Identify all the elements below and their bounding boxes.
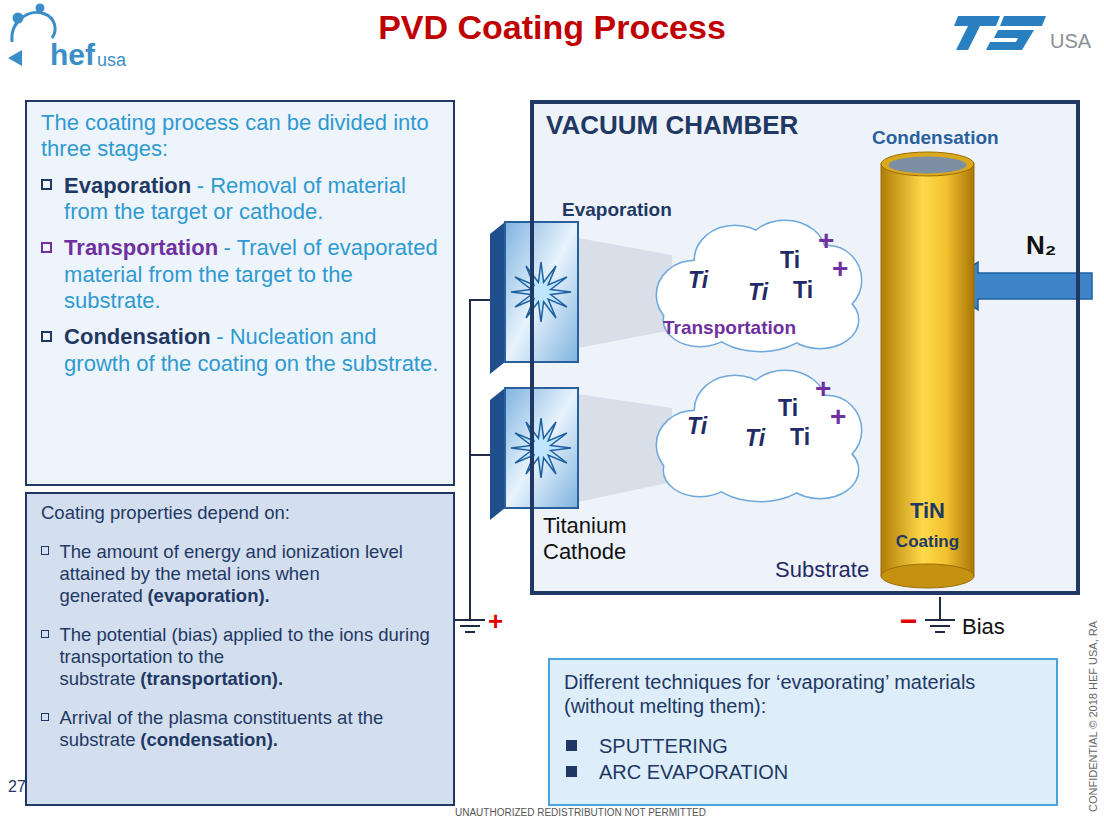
bullet-box [41,179,52,190]
technique-name: ARC EVAPORATION [599,760,788,784]
bullet-square [566,766,577,777]
cathode [490,388,578,520]
box-heading: Coating properties depend on: [41,502,439,524]
logo-text: USA [1050,30,1091,53]
bullet-item: The potential (bias) applied to the ions… [41,624,439,691]
ion-charge: + [830,403,846,431]
part-label: Substrate [775,557,869,583]
bullet-box [41,713,49,721]
techniques-box: Different techniques for ‘evaporating’ m… [548,658,1058,806]
plasma-cloud: TiTiTiTi++Transportation [655,215,865,355]
techniques-intro: Different techniques for ‘evaporating’ m… [564,670,1042,718]
ts-logo-mark [954,16,1046,50]
titanium-atom: Ti [780,247,800,274]
bullet-text: Condensation- Nucleation and growth of t… [64,324,439,377]
coating-formula: TiN [880,498,975,524]
bullet-item: ARC EVAPORATION [564,760,1042,784]
titanium-atom: Ti [687,413,707,440]
stage-term: Condensation [64,324,211,349]
page-number: 27 [8,778,26,796]
stages-box: The coating process can be divided into … [25,100,455,486]
region-label: Transportation [663,317,796,339]
stage-reference: (condensation). [140,729,278,750]
stage-reference: (evaporation). [147,585,269,606]
bullet-text: Arrival of the plasma constituents at th… [59,707,439,751]
polarity-sign: − [900,606,918,636]
bullet-box [41,242,52,253]
plasma-cloud: TiTiTiTi++ [655,365,865,505]
titanium-atom: Ti [688,267,708,294]
titanium-atom: Ti [790,424,810,451]
part-label: Titanium Cathode [543,513,653,565]
polarity-sign: + [488,608,503,634]
chamber-ground [530,100,1080,595]
arc-spot [511,262,571,322]
cylinder-outline [880,150,975,590]
bullet-box [41,331,52,342]
bullet-item: Evaporation- Removal of material from th… [41,173,439,226]
cathode [490,222,578,374]
titanium-atom: Ti [778,395,798,422]
logo-text: usa [97,50,126,71]
footer-note: UNAUTHORIZED REDISTRIBUTION NOT PERMITTE… [455,807,706,818]
chamber-heading: VACUUM CHAMBER [546,110,798,141]
logo-text: hef [50,38,95,72]
confidential-note: CONFIDENTIAL © 2018 HEF USA, RA [1087,621,1099,812]
stage-reference: (transportation). [140,668,283,689]
substrate-cylinder: TiN Coating [880,150,975,590]
bullet-item: Condensation- Nucleation and growth of t… [41,324,439,377]
bullet-item: SPUTTERING [564,734,1042,758]
bullet-item: Transportation- Travel of evaporated mat… [41,235,439,314]
stage-term: Evaporation [64,173,191,198]
intro-text: The coating process can be divided into … [41,110,439,163]
arc-spot [511,418,571,478]
bullet-square [566,740,577,751]
technique-name: SPUTTERING [599,734,728,758]
bullet-box [41,546,49,554]
ion-charge: + [818,227,834,255]
bullet-text: Evaporation- Removal of material from th… [64,173,439,226]
slide-title: PVD Coating Process [0,8,1104,47]
ion-charge: + [815,375,831,403]
ion-charge: + [832,255,848,283]
stage-label: Condensation [872,127,999,149]
titanium-atom: Ti [748,279,768,306]
bullet-text: The potential (bias) applied to the ions… [59,624,439,691]
titanium-atom: Ti [745,425,765,452]
hef-logo-mark [8,5,55,66]
bullet-item: The amount of energy and ionization leve… [41,541,439,608]
bullet-item: Arrival of the plasma constituents at th… [41,707,439,751]
gas-label: N₂ [1026,230,1056,261]
bullet-text: Transportation- Travel of evaporated mat… [64,235,439,314]
bullet-box [41,630,49,638]
titanium-atom: Ti [793,277,813,304]
properties-box: Coating properties depend on: The amount … [25,492,455,806]
coating-word: Coating [880,532,975,552]
stage-label: Evaporation [562,199,672,221]
bias-label: Bias [962,614,1005,640]
stage-term: Transportation [64,235,218,260]
bullet-text: The amount of energy and ionization leve… [59,541,439,608]
